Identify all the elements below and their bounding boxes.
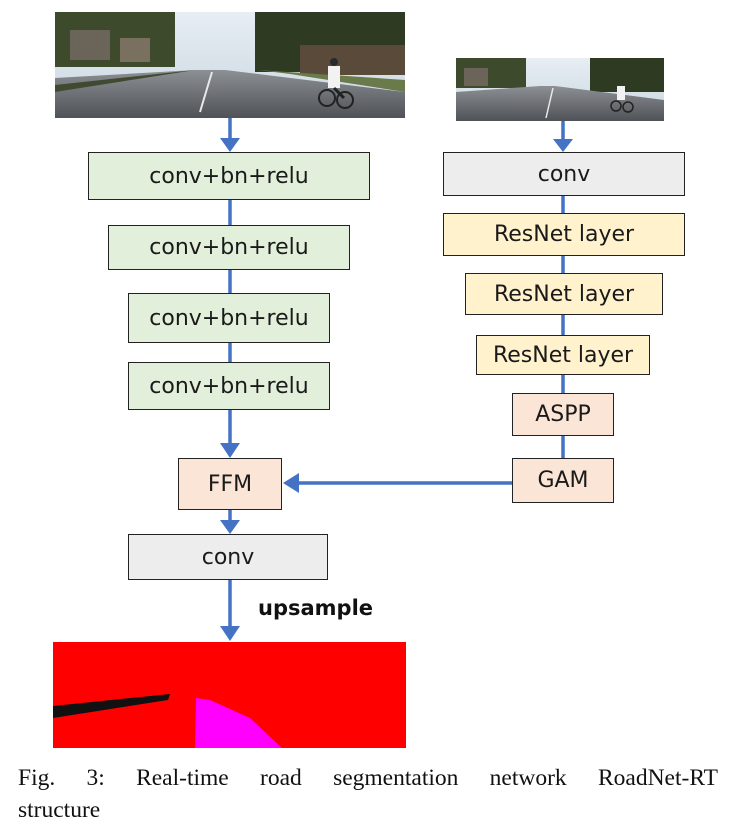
- caption-line-2: structure: [18, 797, 101, 823]
- diagram-canvas: [53, 12, 664, 748]
- left-conv-bn-relu-4: conv+bn+relu: [128, 362, 330, 410]
- caption-word: 3:: [86, 765, 105, 791]
- network-diagram: conv+bn+relu conv+bn+relu conv+bn+relu c…: [53, 12, 685, 748]
- cyclist: [318, 58, 354, 109]
- caption-word: road: [260, 765, 302, 791]
- figure-caption: Fig. 3: Real-time road segmentation netw…: [18, 762, 718, 826]
- gam-block: GAM: [512, 458, 614, 503]
- input-image-left: [55, 12, 405, 118]
- caption-word: Real-time: [136, 765, 229, 791]
- caption-word: RoadNet-RT: [597, 765, 718, 791]
- upsample-label: upsample: [258, 596, 374, 620]
- arrowheads: [220, 138, 573, 641]
- left-conv-bn-relu-1: conv+bn+relu: [88, 152, 370, 200]
- left-conv-bn-relu-2: conv+bn+relu: [108, 225, 350, 270]
- caption-word: Fig.: [18, 765, 56, 791]
- left-conv-bn-relu-3: conv+bn+relu: [128, 293, 330, 343]
- output-conv-block: conv: [128, 534, 328, 580]
- caption-word: segmentation: [333, 765, 459, 791]
- right-conv-block: conv: [443, 152, 685, 196]
- resnet-layer-1: ResNet layer: [443, 213, 685, 256]
- resnet-layer-2: ResNet layer: [465, 273, 663, 315]
- caption-word: network: [489, 765, 567, 791]
- resnet-layer-3: ResNet layer: [476, 335, 650, 375]
- ffm-block: FFM: [178, 458, 282, 510]
- input-image-right: [456, 58, 664, 121]
- connectors: [228, 118, 565, 628]
- caption-line-1: Fig. 3: Real-time road segmentation netw…: [18, 762, 718, 794]
- output-segmentation-map: [53, 642, 406, 748]
- aspp-block: ASPP: [512, 393, 614, 436]
